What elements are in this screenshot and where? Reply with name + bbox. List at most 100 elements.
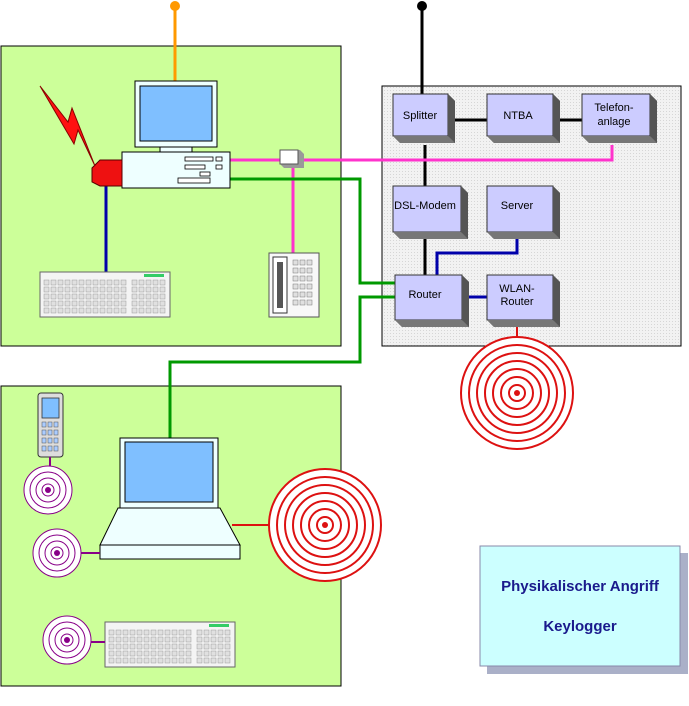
key [85,300,92,307]
info-box: Physikalischer Angriff Keylogger [479,545,688,674]
mobile-key [41,421,47,428]
key [203,629,210,636]
ntba-box[interactable]: NTBA [486,93,560,143]
key [157,657,164,664]
key [145,307,152,314]
key [57,286,64,293]
phone-key [306,299,313,306]
key [159,300,166,307]
key [120,293,127,300]
key [217,643,224,650]
key [64,300,71,307]
key [178,657,185,664]
key [78,286,85,293]
key [143,657,150,664]
radio-ring [60,633,74,647]
key [150,650,157,657]
key [196,657,203,664]
radio-ring [42,615,92,665]
key [185,657,192,664]
phone-key [292,275,299,282]
key [171,650,178,657]
key [145,286,152,293]
key [108,650,115,657]
key [50,286,57,293]
wlan-router-box[interactable]: WLAN- Router [486,274,560,327]
radio-ring [29,471,67,509]
key [92,293,99,300]
radio-ring [35,477,61,503]
server-box[interactable]: Server [486,185,560,239]
radio-ring [44,540,70,566]
phone-key [292,299,299,306]
key [136,643,143,650]
key [185,650,192,657]
key [196,643,203,650]
key [129,629,136,636]
radio-ring [476,352,558,434]
key [78,307,85,314]
key [71,300,78,307]
splitter-box[interactable]: Splitter [392,93,455,143]
key [108,629,115,636]
radio-ring [292,492,358,558]
key [157,629,164,636]
desk-phone-icon [268,252,320,318]
phone-key [299,275,306,282]
mobile-phone-radio-waves [23,465,73,515]
key [120,279,127,286]
dsl-modem-box[interactable]: DSL-Modem [392,185,468,239]
key [210,650,217,657]
phone-key [299,259,306,266]
radio-ring [460,336,574,450]
key [120,300,127,307]
key [159,279,166,286]
key [92,279,99,286]
info-title: Physikalischer Angriff [501,578,660,595]
key [71,279,78,286]
key [178,643,185,650]
telefonanlage-box[interactable]: Telefon- anlage [581,93,657,143]
key [71,293,78,300]
key [113,300,120,307]
key [50,307,57,314]
key [164,636,171,643]
key [115,629,122,636]
radio-center [514,390,520,396]
key [108,636,115,643]
key [185,636,192,643]
key [224,636,231,643]
key [122,629,129,636]
mobile-phone-icon [37,392,64,458]
lightning-bolt-icon [39,85,96,167]
key [85,279,92,286]
key [145,279,152,286]
key [136,657,143,664]
key [57,307,64,314]
key [131,279,138,286]
key [108,657,115,664]
key [50,300,57,307]
desktop-case [121,151,231,189]
mobile-key [41,445,47,452]
key [131,286,138,293]
router-box[interactable]: Router [394,274,469,327]
router-label: Router [408,289,441,301]
key [131,293,138,300]
radio-ring [484,360,550,426]
key [210,657,217,664]
key [138,307,145,314]
key [164,650,171,657]
key [164,629,171,636]
orange-uplink-dot [170,1,180,11]
key [143,629,150,636]
key [43,307,50,314]
dsl-modem-label: DSL-Modem [394,200,456,212]
key [106,293,113,300]
key [64,286,71,293]
radio-ring [316,516,334,534]
key [99,307,106,314]
key [171,629,178,636]
key [85,286,92,293]
